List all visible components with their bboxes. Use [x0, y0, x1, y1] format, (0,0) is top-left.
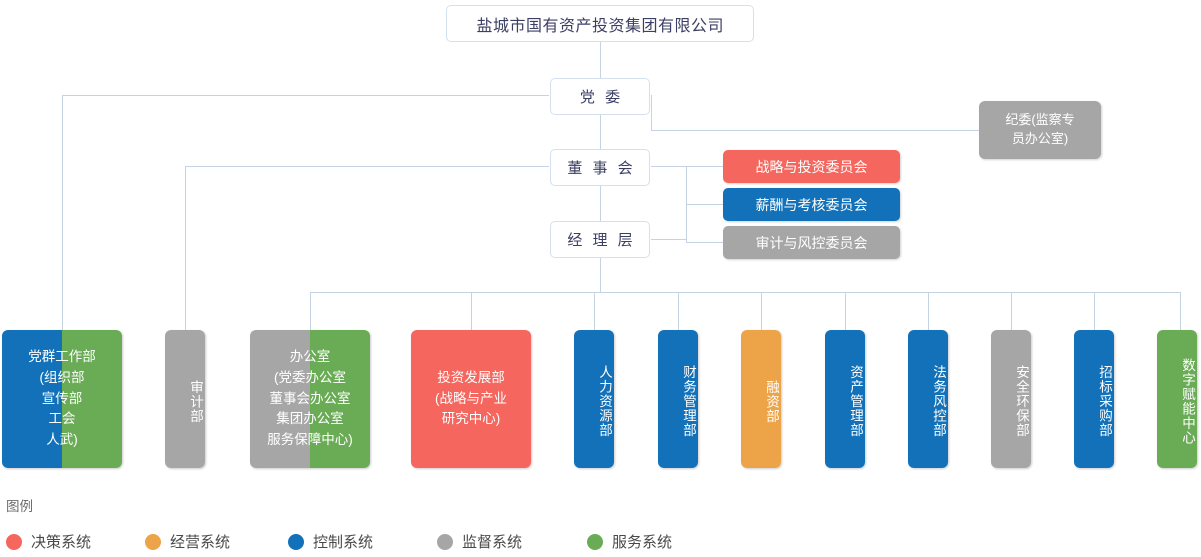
line-board-left-drop: [185, 166, 186, 330]
department-label-human-resources: 人力资源部: [597, 365, 612, 438]
governance-label-party-committee: 党 委: [579, 89, 624, 106]
legend-dot-decision-system: [6, 533, 22, 550]
department-box-financial-management[interactable]: 财务管理部: [658, 330, 698, 468]
line-root-to-party: [600, 41, 601, 78]
governance-label-board-of-directors: 董 事 会: [567, 160, 636, 177]
discipline-committee-box[interactable]: 纪委(监察专 员办公室): [979, 101, 1101, 159]
department-label-financing: 融资部: [764, 379, 779, 424]
drop-safety-environment: [1011, 292, 1012, 330]
fill-right-party-mass-work: [62, 330, 122, 468]
drop-bidding-procurement: [1094, 292, 1095, 330]
department-label-audit: 审计部: [188, 379, 203, 424]
drop-financing: [761, 292, 762, 330]
drop-digital-empowerment: [1180, 292, 1181, 330]
legend-dot-service-system: [587, 533, 603, 550]
root-company-box[interactable]: 盐城市国有资产投资集团有限公司: [446, 5, 754, 42]
discipline-committee-label-line2: 员办公室): [1011, 131, 1069, 146]
legend-dot-operation-system: [145, 533, 161, 550]
governance-box-party-committee[interactable]: 党 委: [550, 78, 650, 115]
legend-label-service-system: 服务系统: [612, 534, 673, 551]
line-board-to-rail: [651, 166, 686, 167]
department-label-party-mass-work: 党群工作部 (组织部 宣传部 工会 人武): [28, 348, 96, 448]
drop-human-resources: [594, 292, 595, 330]
fill-financing: [741, 330, 781, 468]
department-label-legal-risk-control: 法务风控部: [931, 365, 946, 438]
root-company-label: 盐城市国有资产投资集团有限公司: [476, 17, 724, 35]
line-rail-to-committee-1: [686, 166, 723, 167]
fill-financial-management: [658, 330, 698, 468]
department-box-general-office[interactable]: 办公室 (党委办公室 董事会办公室 集团办公室 服务保障中心): [250, 330, 370, 468]
line-board-to-mgmt: [600, 186, 601, 221]
line-board-left-branch: [185, 166, 549, 167]
legend-item-service-system: 服务系统: [587, 531, 672, 552]
department-box-financing[interactable]: 融资部: [741, 330, 781, 468]
legend-item-control-system: 控制系统: [288, 531, 373, 552]
legend-item-supervision-system: 监督系统: [437, 531, 522, 552]
drop-financial-management: [678, 292, 679, 330]
committee-label-audit-risk: 审计与风控委员会: [755, 234, 868, 251]
drop-legal-risk-control: [928, 292, 929, 330]
department-label-general-office: 办公室 (党委办公室 董事会办公室 集团办公室 服务保障中心): [267, 348, 353, 448]
committee-box-strategy-investment[interactable]: 战略与投资委员会: [723, 150, 900, 183]
line-party-right-drop: [651, 95, 652, 131]
fill-audit: [165, 330, 205, 468]
line-rail-to-committee-2: [686, 204, 723, 205]
fill-digital-empowerment: [1157, 330, 1197, 468]
legend-label-control-system: 控制系统: [313, 534, 374, 551]
governance-box-management-layer[interactable]: 经 理 层: [550, 221, 650, 258]
legend-item-operation-system: 经营系统: [145, 531, 230, 552]
department-box-human-resources[interactable]: 人力资源部: [574, 330, 614, 468]
governance-box-board-of-directors[interactable]: 董 事 会: [550, 149, 650, 186]
line-mgmt-to-rail: [651, 239, 686, 240]
legend-dot-control-system: [288, 533, 304, 550]
department-box-audit[interactable]: 审计部: [165, 330, 205, 468]
fill-legal-risk-control: [908, 330, 948, 468]
line-rail-to-committee-3: [686, 242, 723, 243]
legend-label-decision-system: 决策系统: [31, 534, 92, 551]
department-label-financial-management: 财务管理部: [681, 365, 696, 438]
governance-label-management-layer: 经 理 层: [567, 232, 636, 249]
legend-label-operation-system: 经营系统: [170, 534, 231, 551]
department-box-legal-risk-control[interactable]: 法务风控部: [908, 330, 948, 468]
department-box-party-mass-work[interactable]: 党群工作部 (组织部 宣传部 工会 人武): [2, 330, 122, 468]
line-mgmt-to-bus: [600, 258, 601, 292]
drop-asset-management: [845, 292, 846, 330]
fill-safety-environment: [991, 330, 1031, 468]
fill-asset-management: [825, 330, 865, 468]
fill-left-party-mass-work: [2, 330, 62, 468]
drop-investment-development: [471, 292, 472, 330]
fill-bidding-procurement: [1074, 330, 1114, 468]
department-label-asset-management: 资产管理部: [848, 365, 863, 438]
department-box-asset-management[interactable]: 资产管理部: [825, 330, 865, 468]
legend-label-supervision-system: 监督系统: [462, 534, 523, 551]
drop-general-office: [310, 292, 311, 330]
department-box-safety-environment[interactable]: 安全环保部: [991, 330, 1031, 468]
department-label-investment-development: 投资发展部 (战略与产业 研究中心): [435, 369, 507, 427]
line-party-to-discipline: [651, 130, 979, 131]
fill-human-resources: [574, 330, 614, 468]
line-party-left-drop: [62, 95, 63, 330]
line-party-left-branch: [62, 95, 549, 96]
department-box-digital-empowerment[interactable]: 数字赋能中心: [1157, 330, 1197, 468]
committee-box-audit-risk[interactable]: 审计与风控委员会: [723, 226, 900, 259]
fill-investment-development: [411, 330, 531, 468]
legend-item-decision-system: 决策系统: [6, 531, 91, 552]
legend-dot-supervision-system: [437, 533, 453, 550]
discipline-committee-label-line1: 纪委(监察专: [1005, 112, 1075, 128]
committee-label-strategy-investment: 战略与投资委员会: [755, 158, 868, 175]
department-label-safety-environment: 安全环保部: [1014, 365, 1029, 438]
department-box-investment-development[interactable]: 投资发展部 (战略与产业 研究中心): [411, 330, 531, 468]
line-party-to-board: [600, 114, 601, 149]
department-label-bidding-procurement: 招标采购部: [1097, 365, 1112, 438]
department-box-bidding-procurement[interactable]: 招标采购部: [1074, 330, 1114, 468]
department-bus: [310, 292, 1181, 293]
fill-left-general-office: [250, 330, 310, 468]
committee-box-remuneration-appraisal[interactable]: 薪酬与考核委员会: [723, 188, 900, 221]
department-label-digital-empowerment: 数字赋能中心: [1180, 358, 1195, 445]
committee-label-remuneration-appraisal: 薪酬与考核委员会: [755, 196, 868, 213]
fill-right-general-office: [310, 330, 370, 468]
legend-title: 图例: [6, 499, 33, 514]
